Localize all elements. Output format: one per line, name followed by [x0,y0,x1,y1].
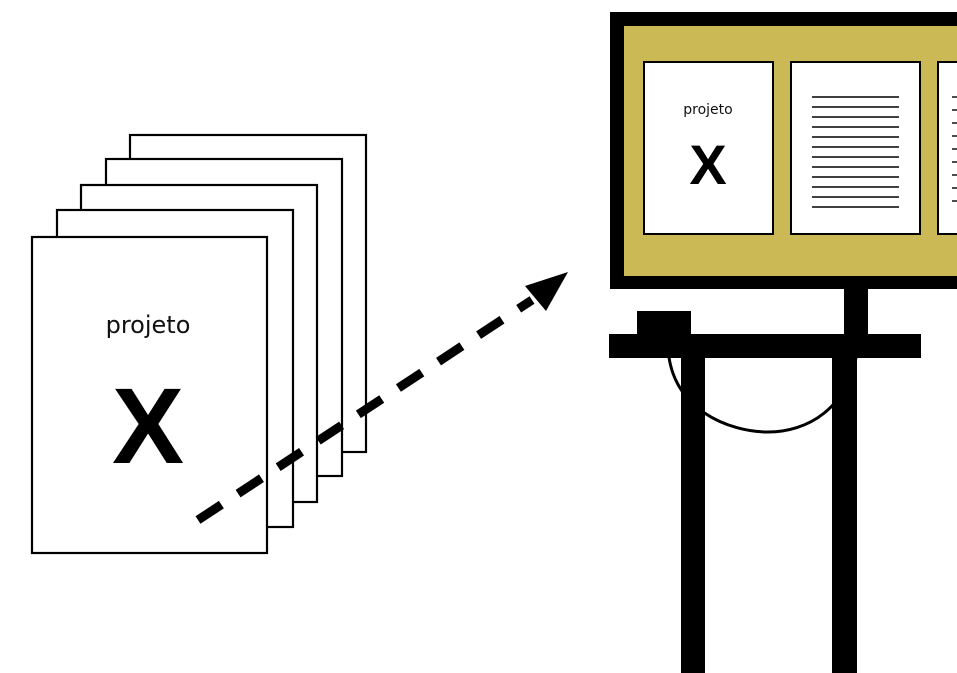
easel-crossbar [609,334,921,358]
board-document-letter: X [689,133,726,196]
board-document-title: projeto [683,102,732,118]
stack-document-title: projeto [106,311,191,339]
dashed-arrow-icon [195,272,568,524]
easel-leg-right [832,344,857,673]
text-lines-icon [952,96,957,202]
stack-page-front [30,235,269,555]
text-lines-icon [812,96,899,208]
display-board: projeto X [609,12,957,673]
easel-leg-left [681,344,705,673]
stack-document-letter: X [112,365,184,486]
board-page-3 [937,61,957,235]
board-page-1: projeto X [643,61,774,235]
arrow-head [525,272,568,311]
arrow-shaft [195,296,535,524]
easel-leg-back [844,288,868,338]
easel-clamp [637,311,691,336]
document-stack: projeto X [30,133,368,555]
board-page-2 [790,61,921,235]
